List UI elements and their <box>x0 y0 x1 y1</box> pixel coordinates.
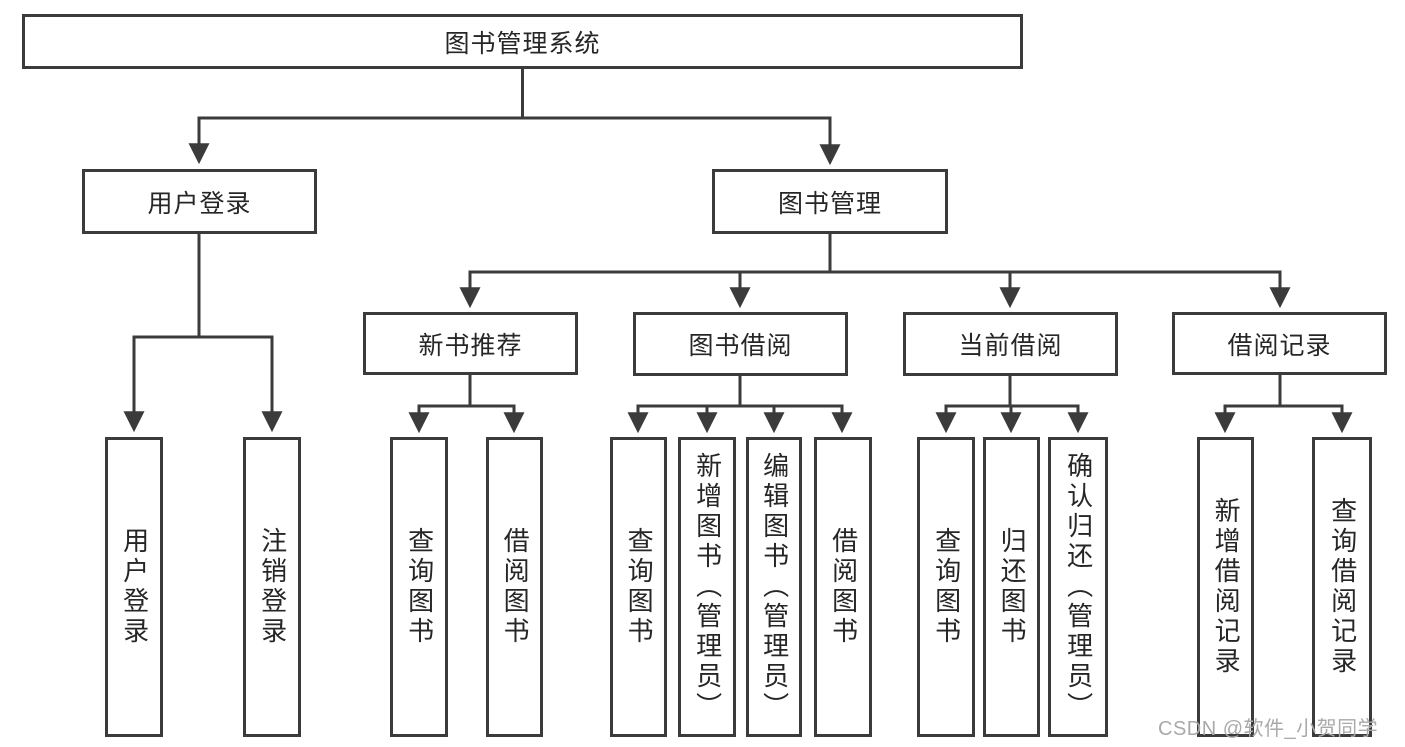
connector-root-to-level2 <box>188 67 841 166</box>
leaf-current-confirm-return-admin: 确认归还（管理员） <box>1048 437 1108 737</box>
node-borrowing-records: 借阅记录 <box>1172 312 1387 375</box>
connector-book-management-to-level3 <box>459 232 1291 309</box>
connector-records-children <box>1214 374 1353 434</box>
node-label: 查询图书 <box>624 527 655 647</box>
connector-book-borrow-children <box>627 374 853 434</box>
leaf-borrow-borrow-books: 借阅图书 <box>814 437 872 737</box>
csdn-watermark: CSDN @软件_小贺同学 <box>1158 718 1379 740</box>
node-label: 用户登录 <box>147 189 252 218</box>
node-label: 图书管理 <box>777 189 882 218</box>
node-label: 编辑图书（管理员） <box>759 452 790 722</box>
node-current-borrowing: 当前借阅 <box>903 312 1118 376</box>
connector-new-book-children <box>408 374 525 434</box>
node-label: 查询图书 <box>404 527 435 647</box>
node-label: 归还图书 <box>997 527 1028 647</box>
leaf-current-return-books: 归还图书 <box>983 437 1040 737</box>
node-label: 查询借阅记录 <box>1327 497 1358 677</box>
node-label: 用户登录 <box>119 527 150 647</box>
node-user-login: 用户登录 <box>82 169 317 234</box>
leaf-newbook-borrow-books: 借阅图书 <box>486 437 543 737</box>
leaf-logout: 注销登录 <box>243 437 301 737</box>
node-label: 新增图书（管理员） <box>692 452 723 722</box>
node-library-system: 图书管理系统 <box>22 14 1023 69</box>
node-label: 当前借阅 <box>958 332 1063 360</box>
leaf-user-login: 用户登录 <box>105 437 163 737</box>
node-new-book-recommend: 新书推荐 <box>363 312 578 375</box>
node-label: 新书推荐 <box>418 331 523 360</box>
leaf-borrow-edit-book-admin: 编辑图书（管理员） <box>746 437 802 737</box>
leaf-current-query-books: 查询图书 <box>917 437 975 737</box>
node-label: 图书管理系统 <box>444 29 601 58</box>
leaf-borrow-query-books: 查询图书 <box>610 437 667 737</box>
node-label: 确认归还（管理员） <box>1063 452 1094 722</box>
node-label: 借阅图书 <box>500 527 531 647</box>
connector-current-borrow-children <box>935 374 1089 434</box>
node-label: 新增借阅记录 <box>1211 497 1242 677</box>
node-label: 借阅图书 <box>828 527 859 647</box>
leaf-borrow-add-book-admin: 新增图书（管理员） <box>678 437 736 737</box>
node-book-borrowing: 图书借阅 <box>633 312 848 376</box>
leaf-records-add-borrow-record: 新增借阅记录 <box>1197 437 1254 737</box>
node-label: 图书借阅 <box>688 332 793 360</box>
leaf-records-query-borrow-record: 查询借阅记录 <box>1312 437 1372 737</box>
leaf-newbook-query-books: 查询图书 <box>390 437 448 737</box>
node-book-management: 图书管理 <box>712 169 948 234</box>
connector-user-login-children <box>123 232 283 433</box>
node-label: 借阅记录 <box>1227 331 1332 360</box>
node-label: 注销登录 <box>257 527 288 647</box>
node-label: 查询图书 <box>931 527 962 647</box>
